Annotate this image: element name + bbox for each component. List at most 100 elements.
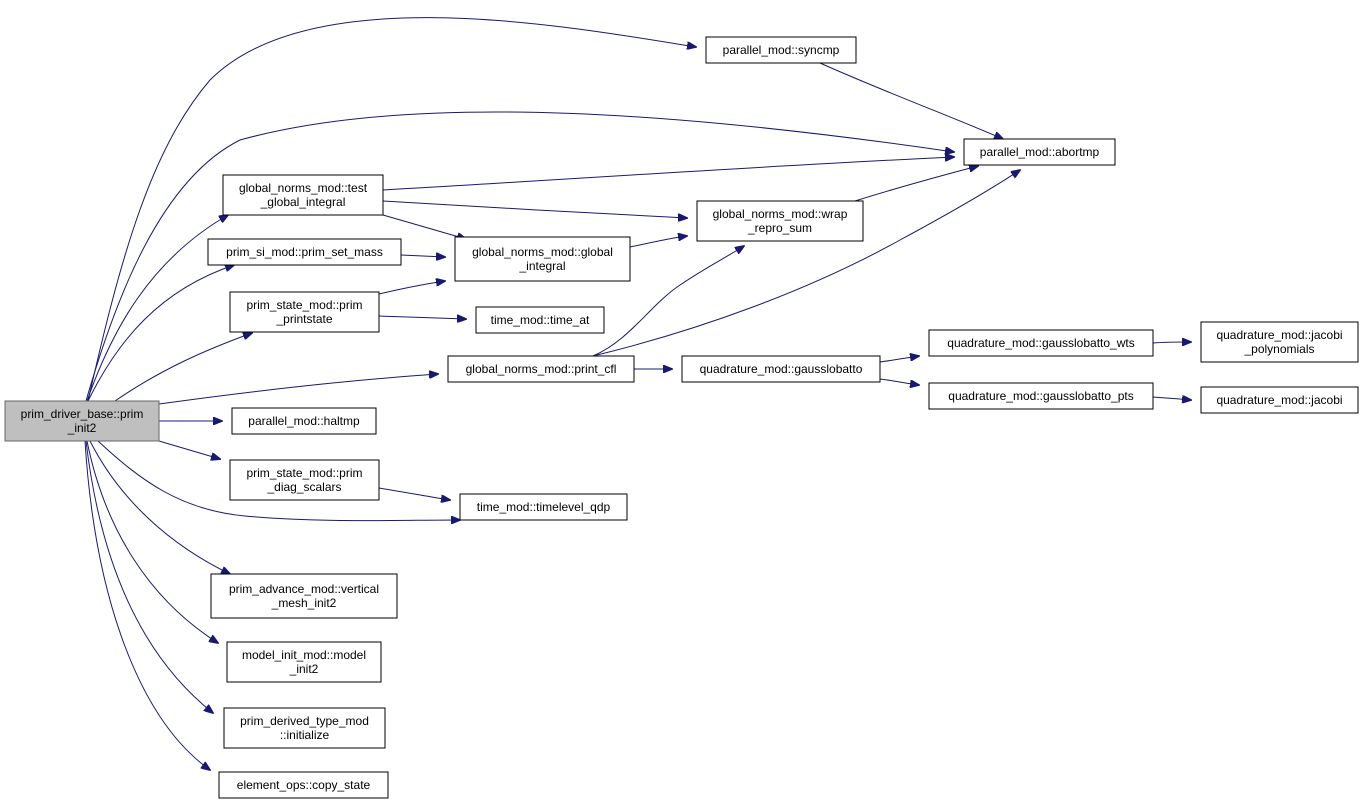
node-syncmp[interactable]: parallel_mod::syncmp [705, 36, 857, 64]
node-abortmp[interactable]: parallel_mod::abortmp [963, 138, 1116, 166]
node-label-line: quadrature_mod::gausslobatto [700, 362, 863, 376]
node-initialize[interactable]: prim_derived_type_mod::initialize [223, 707, 386, 749]
node-label-line: ::initialize [280, 728, 330, 742]
node-box [454, 236, 631, 282]
node-vertical_mesh_init2[interactable]: prim_advance_mod::vertical_mesh_init2 [210, 573, 398, 619]
node-model_init2[interactable]: model_init_mod::model_init2 [226, 641, 382, 683]
node-gausslobatto_pts[interactable]: quadrature_mod::gausslobatto_pts [928, 382, 1154, 410]
edge-prim_init2-to-model_init2 [86, 440, 218, 643]
edge-prim_init2-to-abortmp [85, 111, 954, 402]
node-time_at[interactable]: time_mod::time_at [475, 306, 605, 334]
edge-gausslobatto-to-gausslobatto_wts [879, 356, 919, 363]
node-label-line: quadrature_mod::jacobi [1216, 328, 1342, 342]
edge-gausslobatto-to-gausslobatto_pts [879, 378, 919, 385]
node-prim_diag_scalars[interactable]: prim_state_mod::prim_diag_scalars [229, 459, 380, 501]
node-box [231, 407, 377, 435]
node-wrap_repro_sum[interactable]: global_norms_mod::wrap_repro_sum [696, 200, 864, 242]
node-label-line: element_ops::copy_state [237, 778, 371, 792]
node-label-line: _diag_scalars [266, 480, 341, 494]
node-box [210, 573, 398, 619]
edge-global_integral-to-wrap_repro_sum [629, 236, 687, 248]
node-haltmp[interactable]: parallel_mod::haltmp [231, 407, 377, 435]
node-label-line: _polynomials [1243, 342, 1314, 356]
node-print_cfl[interactable]: global_norms_mod::print_cfl [447, 355, 635, 383]
node-label-line: prim_driver_base::prim [21, 407, 144, 421]
node-box [207, 238, 402, 266]
edge-prim_init2-to-initialize [85, 440, 213, 713]
node-label-line: prim_derived_type_mod [240, 714, 369, 728]
edge-prim_init2-to-test_global_integral [86, 215, 228, 402]
edge-gausslobatto_wts-to-jacobi_polynomials [1152, 342, 1191, 343]
node-timelevel_qdp[interactable]: time_mod::timelevel_qdp [459, 493, 628, 521]
node-box [4, 400, 160, 442]
node-box [928, 329, 1154, 357]
edge-test_global_integral-to-abortmp [382, 157, 954, 191]
node-box [696, 200, 864, 242]
edge-print_cfl-to-wrap_repro_sum [592, 246, 744, 357]
edge-gausslobatto_pts-to-jacobi [1152, 397, 1191, 400]
node-test_global_integral[interactable]: global_norms_mod::test_global_integral [222, 174, 384, 216]
node-global_integral[interactable]: global_norms_mod::global_integral [454, 236, 631, 282]
node-prim_printstate[interactable]: prim_state_mod::prim_printstate [229, 291, 380, 333]
node-gausslobatto[interactable]: quadrature_mod::gausslobatto [681, 355, 881, 383]
node-label-line: parallel_mod::abortmp [980, 145, 1100, 159]
node-jacobi_polynomials[interactable]: quadrature_mod::jacobi_polynomials [1200, 321, 1359, 363]
node-box [1200, 386, 1359, 414]
node-label-line: prim_advance_mod::vertical [229, 582, 379, 596]
edge-syncmp-to-abortmp [819, 62, 1003, 139]
node-box [223, 707, 386, 749]
edge-prim_init2-to-copy_state [84, 440, 210, 770]
edge-prim_diag_scalars-to-timelevel_qdp [378, 487, 450, 500]
node-box [1200, 321, 1359, 363]
node-label-line: quadrature_mod::jacobi [1216, 393, 1342, 407]
node-box [963, 138, 1116, 166]
node-label-line: model_init_mod::model [242, 648, 366, 662]
node-label-line: prim_si_mod::prim_set_mass [226, 245, 383, 259]
node-label-line: parallel_mod::haltmp [248, 414, 360, 428]
edge-wrap_repro_sum-to-abortmp [854, 166, 978, 202]
edge-prim_init2-to-timelevel_qdp [97, 440, 460, 521]
edge-prim_set_mass-to-global_integral [400, 255, 445, 257]
edge-print_cfl-to-abortmp [592, 170, 1020, 357]
edge-prim_init2-to-prim_printstate [114, 333, 252, 402]
node-box [229, 459, 380, 501]
nodes-layer: prim_driver_base::prim_init2 parallel_mod… [4, 36, 1359, 799]
node-label-line: global_norms_mod::test [239, 181, 368, 195]
edge-prim_init2-to-prim_diag_scalars [158, 440, 220, 459]
edge-prim_init2-to-prim_set_mass [87, 265, 234, 402]
edge-prim_init2-to-vertical_mesh_init2 [89, 440, 230, 574]
node-box [681, 355, 881, 383]
node-box [222, 174, 384, 216]
node-prim_init2[interactable]: prim_driver_base::prim_init2 [4, 400, 160, 442]
edge-prim_init2-to-print_cfl [158, 374, 438, 405]
node-box [459, 493, 628, 521]
node-box [447, 355, 635, 383]
node-jacobi[interactable]: quadrature_mod::jacobi [1200, 386, 1359, 414]
node-label-line: _repro_sum [747, 221, 812, 235]
node-prim_set_mass[interactable]: prim_si_mod::prim_set_mass [207, 238, 402, 266]
node-box [475, 306, 605, 334]
edges-layer [84, 17, 1191, 770]
node-copy_state[interactable]: element_ops::copy_state [218, 771, 389, 799]
node-label-line: time_mod::timelevel_qdp [477, 500, 611, 514]
node-gausslobatto_wts[interactable]: quadrature_mod::gausslobatto_wts [928, 329, 1154, 357]
node-label-line: global_norms_mod::wrap [713, 207, 848, 221]
node-box [218, 771, 389, 799]
node-box [226, 641, 382, 683]
node-label-line: quadrature_mod::gausslobatto_wts [947, 336, 1134, 350]
node-label-line: global_norms_mod::global [472, 245, 613, 259]
node-label-line: global_norms_mod::print_cfl [466, 362, 617, 376]
node-label-line: _mesh_init2 [271, 596, 337, 610]
node-label-line: _init2 [67, 421, 97, 435]
node-label-line: quadrature_mod::gausslobatto_pts [948, 389, 1133, 403]
node-label-line: parallel_mod::syncmp [723, 43, 840, 57]
edge-test_global_integral-to-global_integral [382, 214, 466, 239]
node-label-line: _printstate [275, 312, 332, 326]
node-label-line: prim_state_mod::prim [246, 466, 362, 480]
edge-prim_init2-to-syncmp [87, 17, 696, 402]
node-label-line: _integral [518, 259, 565, 273]
node-label-line: prim_state_mod::prim [246, 298, 362, 312]
node-label-line: _global_integral [260, 195, 346, 209]
edge-test_global_integral-to-wrap_repro_sum [382, 200, 687, 218]
